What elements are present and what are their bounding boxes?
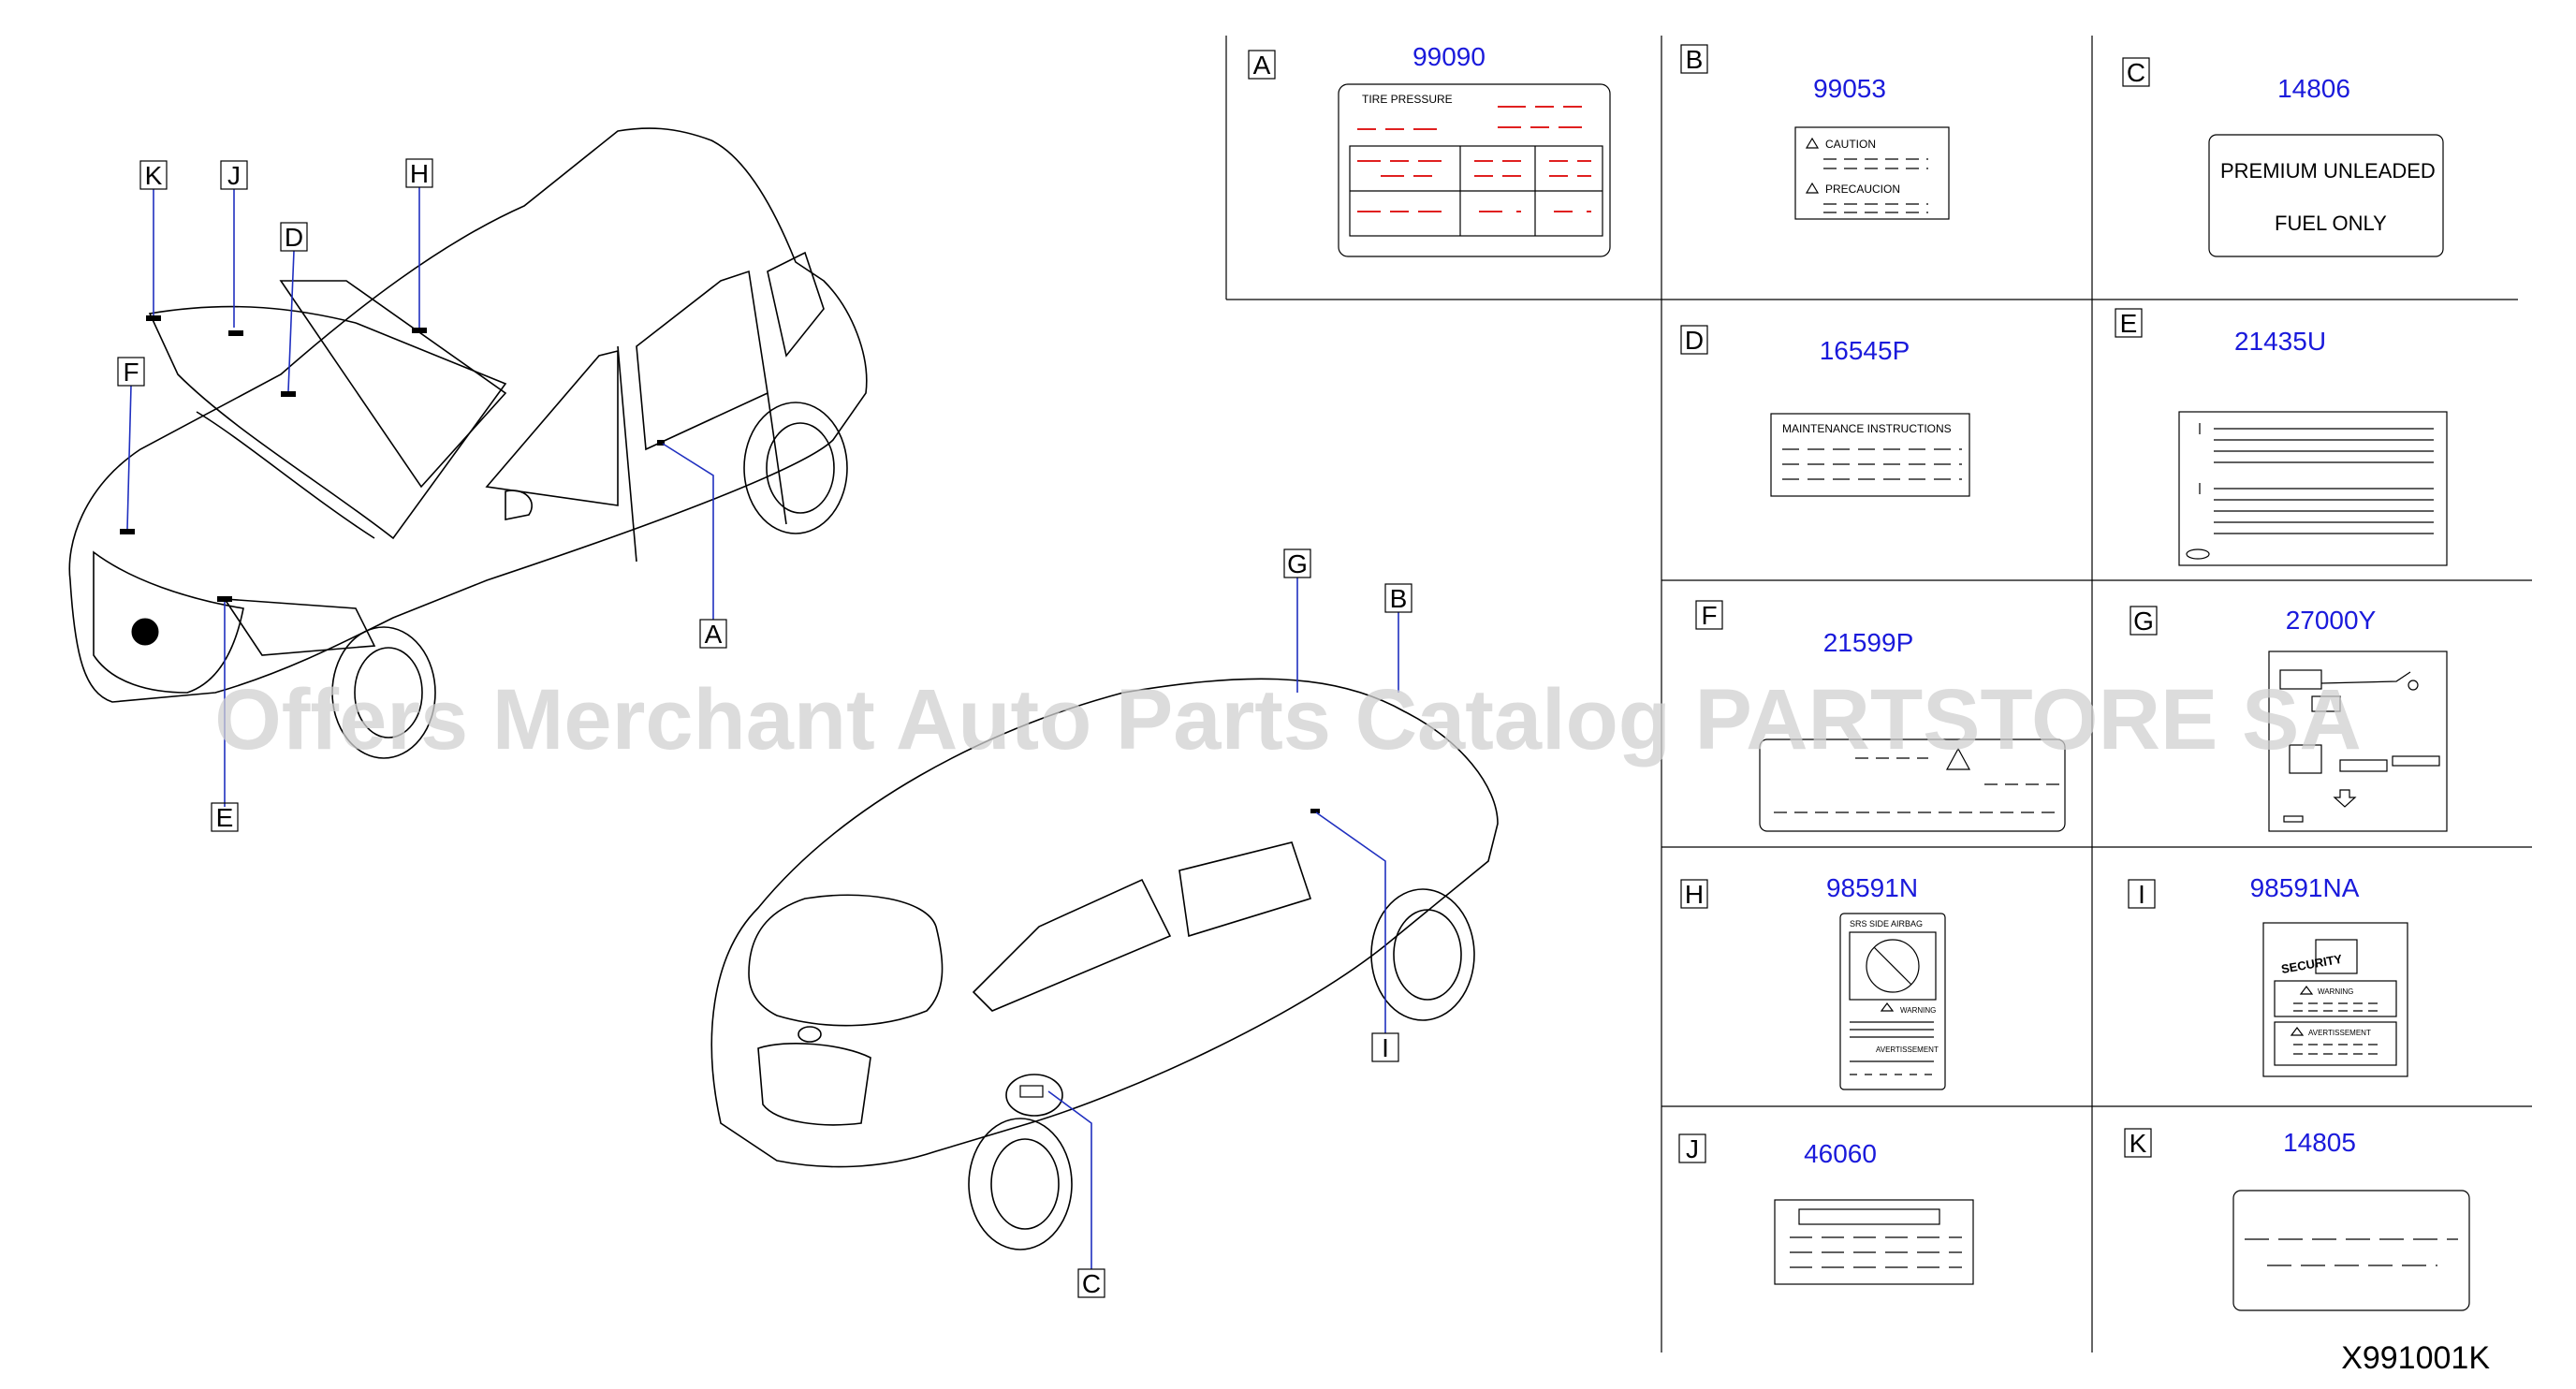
- svg-text:D: D: [285, 223, 303, 252]
- svg-text:FUEL ONLY: FUEL ONLY: [2275, 212, 2387, 235]
- cell-H: H 98591N SRS SIDE AIRBAG WARNING AVERTIS…: [1680, 873, 1946, 1090]
- svg-text:I: I: [1382, 1033, 1389, 1062]
- callout-A: A: [699, 619, 727, 649]
- part-number-H: 98591N: [1826, 873, 1918, 902]
- svg-text:CAUTION: CAUTION: [1825, 138, 1876, 151]
- cell-I: I 98591NA SECURITY WARNING AVERTISSEMENT: [2128, 873, 2408, 1077]
- svg-text:PREMIUM UNLEADED: PREMIUM UNLEADED: [2220, 159, 2436, 183]
- svg-text:PRECAUCION: PRECAUCION: [1825, 183, 1900, 196]
- part-number-F: 21599P: [1823, 628, 1914, 657]
- part-number-B: 99053: [1813, 74, 1886, 103]
- svg-text:SECURITY: SECURITY: [2280, 952, 2344, 976]
- part-number-G: 27000Y: [2286, 606, 2377, 635]
- part-number-K: 14805: [2283, 1128, 2356, 1157]
- part-number-C: 14806: [2277, 74, 2350, 103]
- front-car-leaders: [126, 187, 714, 807]
- svg-text:I: I: [2138, 880, 2145, 909]
- callout-H: H: [405, 158, 433, 188]
- callout-I: I: [1371, 1032, 1399, 1062]
- callout-B: B: [1384, 583, 1412, 613]
- rear-car-leaders: [1047, 578, 1399, 1269]
- svg-text:J: J: [1686, 1134, 1699, 1163]
- svg-text:C: C: [1082, 1269, 1101, 1298]
- cell-C: C 14806 PREMIUM UNLEADED FUEL ONLY: [2122, 57, 2444, 257]
- svg-text:SRS SIDE AIRBAG: SRS SIDE AIRBAG: [1850, 919, 1923, 928]
- car-callouts: K J D H F E A G B I C: [117, 158, 1412, 1298]
- svg-text:F: F: [123, 358, 139, 387]
- cell-K: K 14805: [2124, 1128, 2470, 1311]
- callout-D: D: [280, 222, 308, 252]
- callout-K: K: [139, 160, 168, 190]
- callout-C: C: [1077, 1268, 1105, 1298]
- cell-B: B 99053 CAUTION PRECAUCION: [1680, 44, 1950, 220]
- svg-text:B: B: [1390, 584, 1408, 613]
- cell-A: A 99090 TIRE PRESSURE: [1248, 42, 1611, 257]
- svg-text:K: K: [145, 161, 163, 190]
- svg-text:B: B: [1686, 45, 1704, 74]
- svg-text:E: E: [2120, 309, 2138, 338]
- cell-J: J 46060: [1678, 1133, 1974, 1285]
- svg-text:AVERTISSEMENT: AVERTISSEMENT: [2308, 1029, 2371, 1037]
- diagram-code: X991001K: [2341, 1340, 2490, 1376]
- cell-F: F 21599P: [1695, 600, 2066, 832]
- cell-G: G 27000Y: [2130, 606, 2448, 832]
- svg-text:A: A: [705, 620, 723, 649]
- svg-text:A: A: [1253, 51, 1271, 80]
- svg-text:TIRE PRESSURE: TIRE PRESSURE: [1362, 93, 1453, 106]
- cell-E: E 21435U: [2115, 308, 2448, 566]
- svg-text:AVERTISSEMENT: AVERTISSEMENT: [1876, 1045, 1939, 1054]
- callout-J: J: [220, 160, 248, 190]
- callout-G: G: [1283, 548, 1311, 578]
- label-table-grid: [1225, 36, 2532, 1352]
- rear-car-illustration: [710, 678, 1499, 1250]
- svg-text:H: H: [1685, 880, 1704, 909]
- svg-text:MAINTENANCE INSTRUCTIONS: MAINTENANCE INSTRUCTIONS: [1782, 422, 1952, 435]
- front-car-illustration: [68, 127, 868, 759]
- svg-text:G: G: [1287, 549, 1308, 578]
- svg-text:H: H: [410, 159, 429, 188]
- part-number-D: 16545P: [1820, 336, 1910, 365]
- svg-text:K: K: [2130, 1129, 2147, 1158]
- part-number-A: 99090: [1412, 42, 1486, 71]
- callout-F: F: [117, 357, 145, 387]
- svg-text:WARNING: WARNING: [1900, 1006, 1936, 1015]
- svg-text:J: J: [227, 161, 241, 190]
- callout-E: E: [211, 802, 239, 832]
- watermark-text: Offers Merchant Auto Parts Catalog PARTS…: [214, 672, 2362, 768]
- cell-D: D 16545P MAINTENANCE INSTRUCTIONS: [1680, 325, 1970, 497]
- svg-text:G: G: [2133, 607, 2154, 636]
- svg-text:D: D: [1685, 326, 1704, 355]
- part-number-E: 21435U: [2234, 327, 2326, 356]
- svg-text:E: E: [216, 803, 234, 832]
- svg-text:C: C: [2127, 58, 2145, 87]
- part-number-J: 46060: [1804, 1139, 1877, 1168]
- part-number-I: 98591NA: [2250, 873, 2360, 902]
- svg-text:WARNING: WARNING: [2318, 987, 2353, 996]
- svg-text:F: F: [1701, 601, 1717, 630]
